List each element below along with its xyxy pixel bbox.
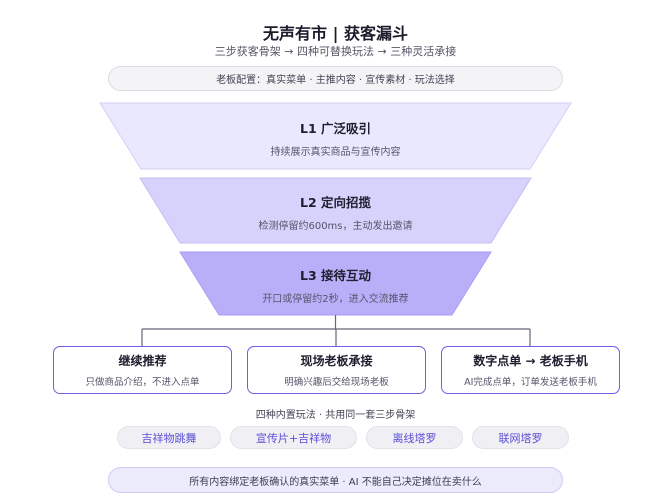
modes-caption: 四种内置玩法 · 共用同一套三步骨架: [255, 410, 416, 421]
mode-tag-online-tarot[interactable]: 联网塔罗: [472, 426, 569, 449]
branch-card-owner-onsite: 现场老板承接 明确兴趣后交给现场老板: [247, 346, 426, 394]
footer-note-pill: 所有内容绑定老板确认的真实菜单 · AI 不能自己决定摊位在卖什么: [108, 467, 563, 493]
funnel-layer-l2-shape: [139, 177, 532, 244]
funnel-layer-l1: L1 广泛吸引 持续展示真实商品与宣传内容: [141, 118, 530, 158]
funnel-layer-l3-title: L3 接待互动: [299, 268, 371, 283]
mode-tag-mascot-dance[interactable]: 吉祥物跳舞: [117, 426, 221, 449]
owner-config-text: 老板配置：真实菜单 · 主推内容 · 宣传素材 · 玩法选择: [216, 75, 455, 86]
branch-card-title: 数字点单 → 老板手机: [473, 354, 588, 368]
mode-tag-label: 宣传片+吉祥物: [255, 431, 332, 445]
funnel-layer-l3-desc: 开口或停留约2秒，进入交流推荐: [262, 294, 409, 305]
page-subtitle: 三步获客骨架 → 四种可替换玩法 → 三种灵活承接: [214, 45, 457, 58]
funnel-layer-l1-desc: 持续展示真实商品与宣传内容: [270, 147, 401, 158]
funnel-layer-l1-shape: [99, 102, 572, 170]
funnel-layer-l3: L3 接待互动 开口或停留约2秒，进入交流推荐: [219, 265, 452, 305]
owner-config-pill: 老板配置：真实菜单 · 主推内容 · 宣传素材 · 玩法选择: [108, 66, 563, 91]
branch-card-desc: 只做商品介绍，不进入点单: [85, 377, 200, 388]
mode-tag-label: 吉祥物跳舞: [141, 431, 197, 445]
funnel-layer-l2-desc: 检测停留约600ms，主动发出邀请: [258, 221, 413, 232]
page-title: 无声有市 | 获客漏斗: [263, 24, 408, 43]
mode-tag-promo-video-mascot[interactable]: 宣传片+吉祥物: [230, 426, 357, 449]
mode-tag-label: 离线塔罗: [392, 431, 437, 445]
branch-card-title: 现场老板承接: [300, 354, 373, 368]
funnel-layer-l2: L2 定向招揽 检测停留约600ms，主动发出邀请: [180, 192, 491, 232]
branch-connector: [141, 315, 531, 346]
branch-card-digital-order: 数字点单 → 老板手机 AI完成点单，订单发送老板手机: [441, 346, 620, 394]
branch-card-title: 继续推荐: [118, 354, 167, 368]
branch-card-desc: AI完成点单，订单发送老板手机: [464, 377, 597, 388]
funnel-layer-l1-title: L1 广泛吸引: [299, 121, 371, 136]
funnel-layer-l3-shape: [179, 251, 492, 316]
mode-tag-label: 联网塔罗: [498, 431, 543, 445]
mode-tag-offline-tarot[interactable]: 离线塔罗: [366, 426, 463, 449]
branch-card-continue-recommend: 继续推荐 只做商品介绍，不进入点单: [53, 346, 232, 394]
footer-note-text: 所有内容绑定老板确认的真实菜单 · AI 不能自己决定摊位在卖什么: [189, 476, 482, 488]
branch-card-desc: 明确兴趣后交给现场老板: [284, 377, 389, 388]
funnel-layer-l2-title: L2 定向招揽: [299, 195, 371, 210]
